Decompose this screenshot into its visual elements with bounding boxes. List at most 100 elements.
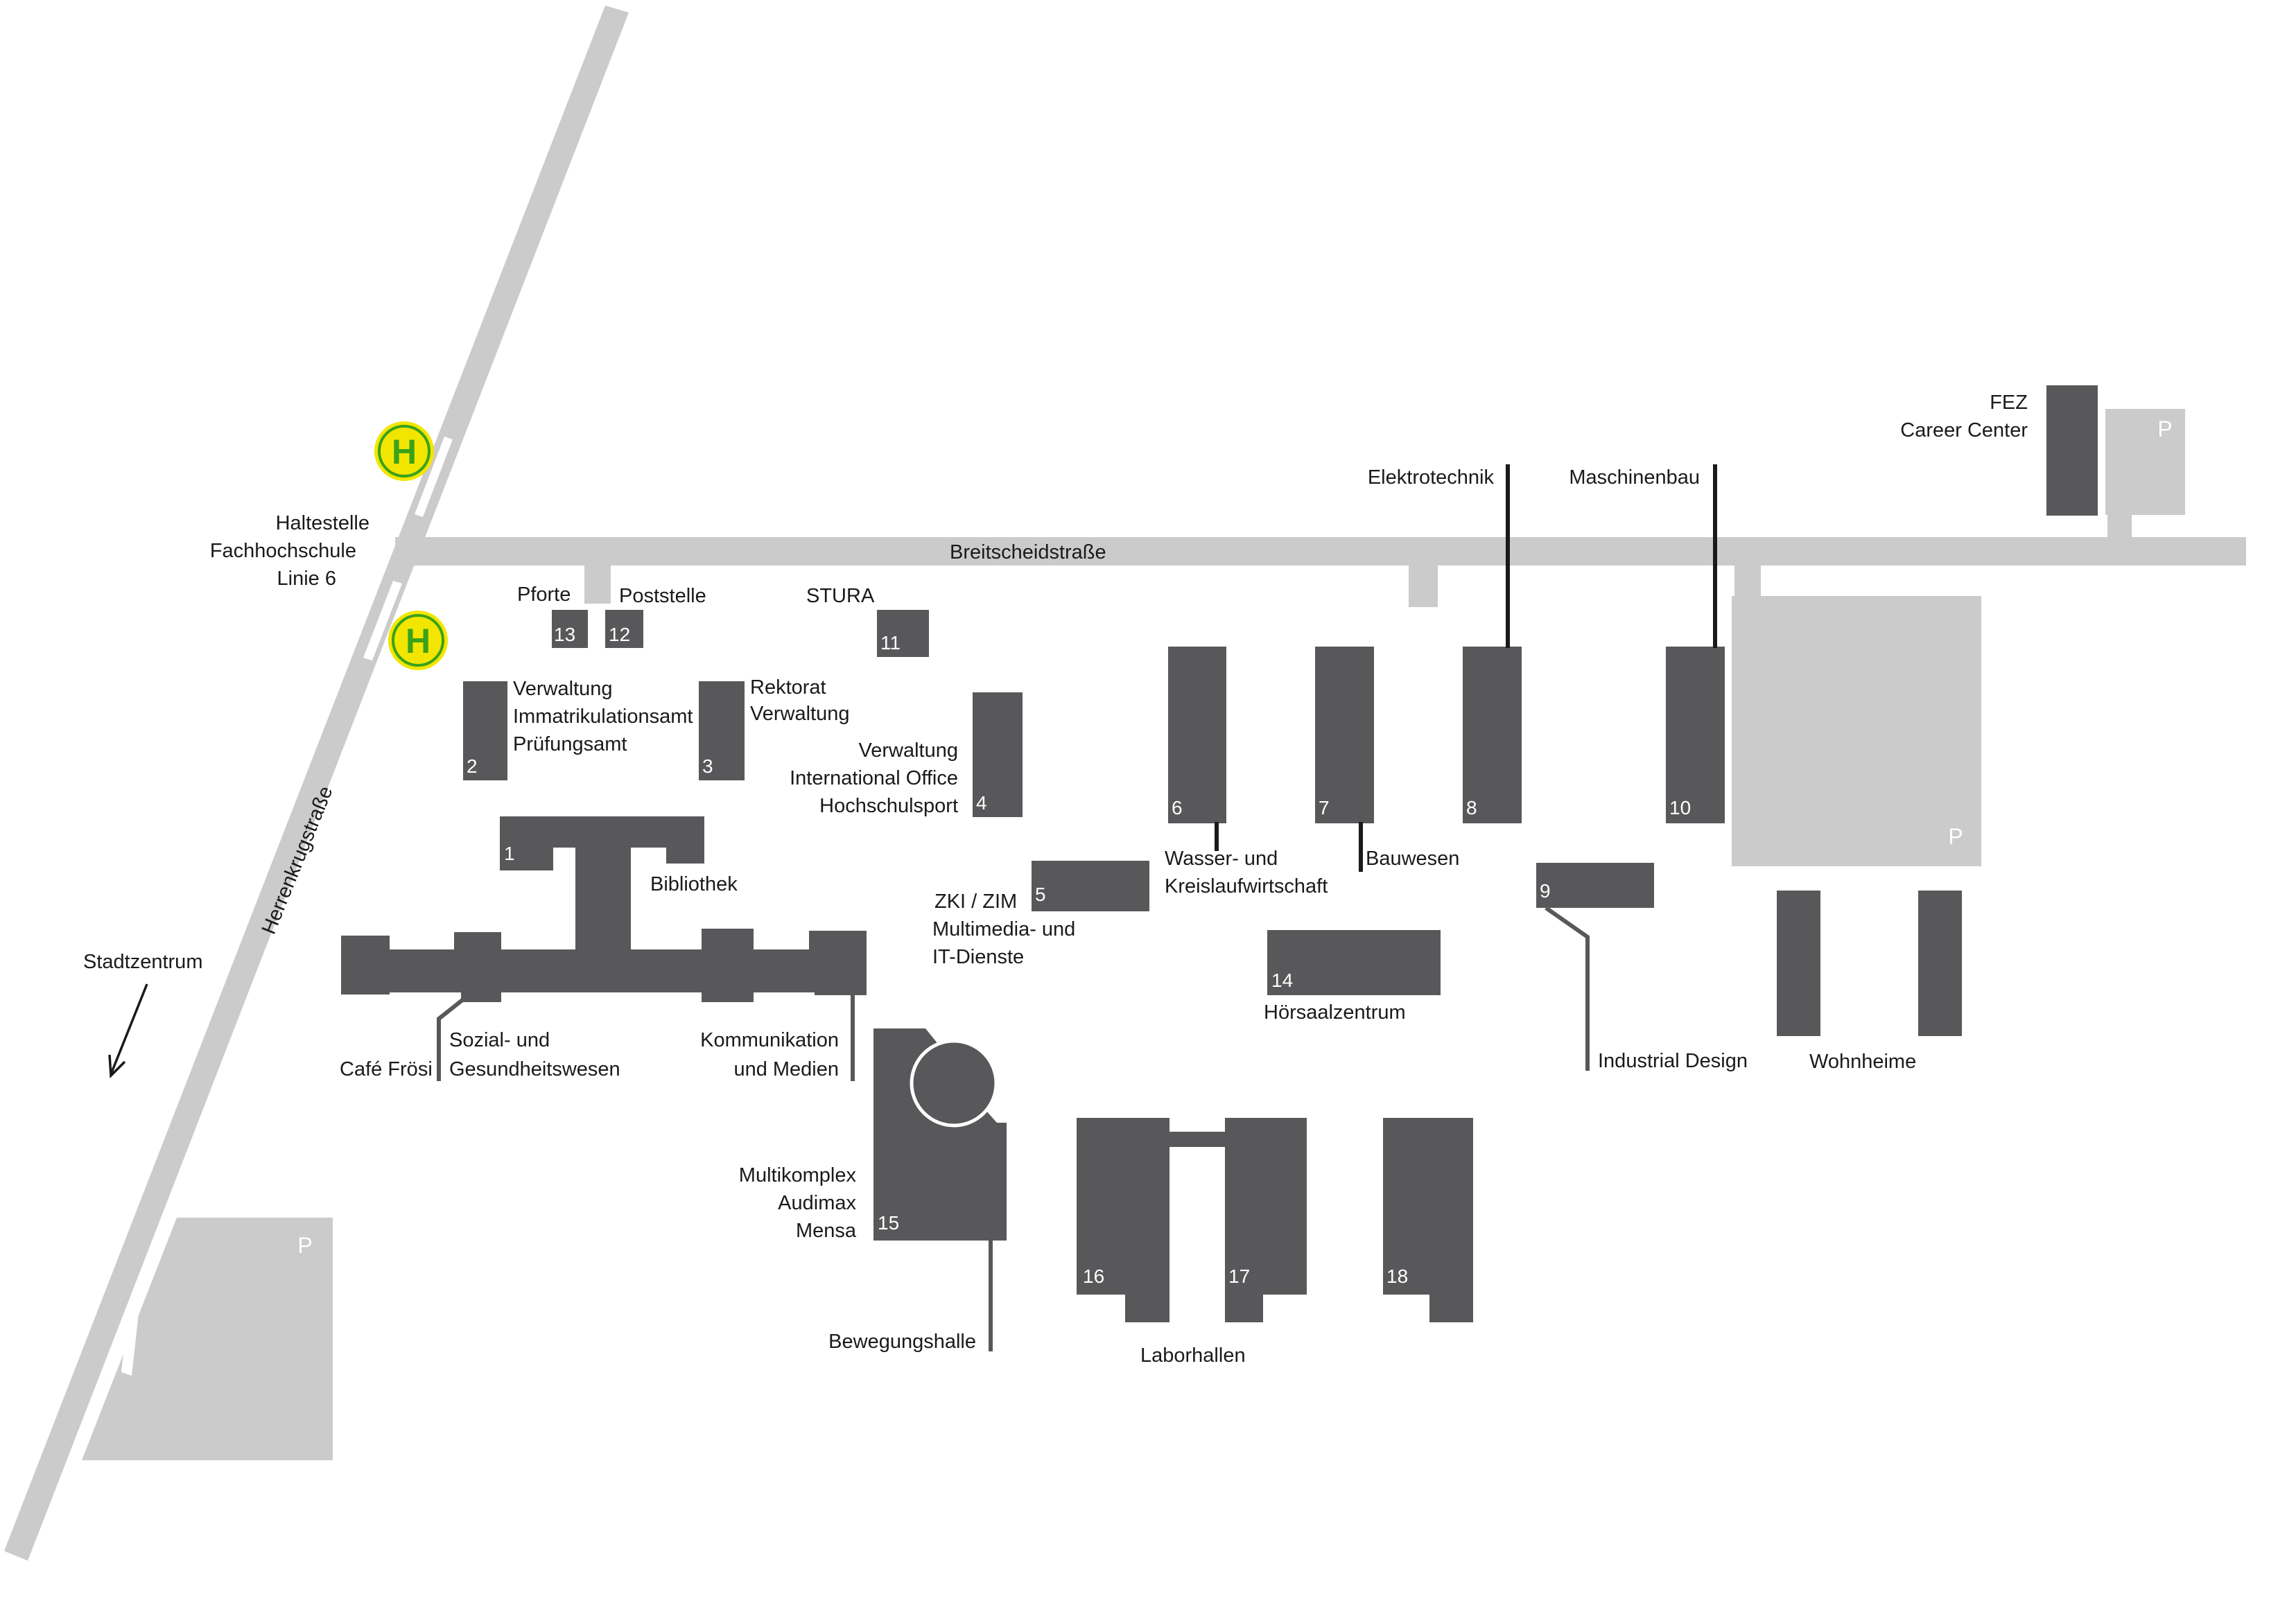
svg-text:Audimax: Audimax [778, 1192, 856, 1214]
building-4[interactable] [973, 692, 1023, 817]
bus-stop-label: Haltestelle Fachhochschule Linie 6 [210, 512, 369, 590]
label-bauwesen: Bauwesen [1366, 848, 1459, 870]
label-maschinenbau: Maschinenbau [1569, 466, 1700, 489]
svg-text:Prüfungsamt: Prüfungsamt [513, 733, 627, 755]
parking-lot-southwest[interactable] [82, 1218, 333, 1460]
building-number-9: 9 [1540, 880, 1551, 902]
building-fez[interactable] [2046, 385, 2098, 516]
parking-fez-connector [2107, 515, 2132, 539]
building-number-13: 13 [554, 624, 575, 645]
svg-text:Sozial- und: Sozial- und [449, 1029, 550, 1051]
parking-icon: P [2157, 417, 2172, 441]
building-6[interactable] [1168, 647, 1226, 823]
building-7[interactable] [1315, 647, 1374, 823]
building-number-8: 8 [1466, 797, 1477, 818]
building-9[interactable] [1536, 863, 1654, 908]
building-15[interactable] [873, 1028, 1007, 1241]
building-2[interactable] [463, 681, 507, 780]
building-10[interactable] [1666, 647, 1725, 823]
building-12[interactable] [605, 610, 643, 648]
svg-text:Verwaltung: Verwaltung [859, 739, 959, 762]
building-1[interactable] [341, 816, 867, 1002]
building-wohnheim-1[interactable] [1777, 891, 1820, 1036]
bus-stop-icon: H [406, 622, 430, 660]
building-13[interactable] [552, 610, 588, 648]
building-layer [341, 385, 2098, 1322]
direction-label-stadtzentrum: Stadtzentrum [83, 951, 202, 973]
building-wohnheim-2[interactable] [1918, 891, 1962, 1036]
building-number-10: 10 [1669, 797, 1691, 818]
svg-text:Mensa: Mensa [796, 1220, 857, 1242]
arrow-down-left-icon [108, 983, 148, 1078]
svg-text:Haltestelle: Haltestelle [276, 512, 369, 534]
label-bibliothek: Bibliothek [650, 873, 738, 895]
building-number-15: 15 [878, 1212, 899, 1234]
building-number-2: 2 [467, 755, 478, 777]
label-kommunikation-medien: Kommunikation und Medien [700, 1029, 839, 1080]
label-fez: FEZ Career Center [1900, 392, 2028, 441]
building-17[interactable] [1225, 1118, 1307, 1322]
pforte-driveway [584, 566, 611, 604]
building-8[interactable] [1463, 647, 1522, 823]
parking-icon: P [1948, 824, 1963, 849]
svg-text:und Medien: und Medien [733, 1058, 839, 1080]
svg-text:Gesundheitswesen: Gesundheitswesen [449, 1058, 620, 1080]
label-cafe-froesi: Café Frösi [340, 1058, 433, 1080]
svg-text:Verwaltung: Verwaltung [750, 703, 850, 725]
svg-text:Immatrikulationsamt: Immatrikulationsamt [513, 706, 693, 728]
laborhallen-connector [1169, 1132, 1225, 1147]
svg-text:Linie 6: Linie 6 [277, 568, 336, 590]
svg-text:IT-Dienste: IT-Dienste [932, 946, 1024, 968]
label-wohnheime: Wohnheime [1809, 1051, 1916, 1073]
parking-lot-east[interactable] [1732, 596, 1981, 866]
leader-lines [1215, 464, 1717, 872]
parking-lot-fez[interactable] [2105, 409, 2185, 515]
label-stura: STURA [806, 585, 875, 607]
road-gap-south [121, 1310, 139, 1376]
building-number-3: 3 [702, 755, 713, 777]
label-industrial-design: Industrial Design [1598, 1050, 1748, 1072]
street-label-breitscheidstrasse: Breitscheidstraße [950, 541, 1106, 563]
building-3[interactable] [699, 681, 745, 780]
building-number-5: 5 [1035, 884, 1046, 905]
parking-icon: P [297, 1233, 312, 1258]
building-number-11: 11 [880, 632, 901, 654]
svg-text:Hochschulsport: Hochschulsport [819, 795, 958, 817]
driveway-center [1409, 566, 1438, 607]
label-poststelle: Poststelle [619, 585, 706, 607]
driveway-east [1734, 566, 1761, 597]
building-number-17: 17 [1228, 1265, 1250, 1287]
svg-text:Wasser- und: Wasser- und [1165, 848, 1278, 870]
building-number-12: 12 [609, 624, 630, 645]
building-number-18: 18 [1386, 1265, 1408, 1287]
svg-text:Kommunikation: Kommunikation [700, 1029, 839, 1051]
label-elektrotechnik: Elektrotechnik [1368, 466, 1495, 489]
building-11[interactable] [877, 610, 929, 657]
building-5[interactable] [1032, 861, 1149, 911]
bus-bay-north [415, 437, 453, 517]
label-laborhallen: Laborhallen [1140, 1344, 1246, 1367]
building-number-16: 16 [1083, 1265, 1104, 1287]
label-multikomplex: Multikomplex Audimax Mensa [739, 1164, 857, 1242]
audimax-circle [910, 1039, 998, 1128]
building-number-14: 14 [1271, 970, 1293, 991]
label-building-6: Wasser- und Kreislaufwirtschaft [1165, 848, 1328, 897]
building-number-6: 6 [1172, 797, 1183, 818]
breitscheidstrasse-connector [395, 537, 423, 566]
label-sozial-gesundheitswesen: Sozial- und Gesundheitswesen [449, 1029, 620, 1080]
leader-lines-grey [437, 906, 1590, 1351]
label-hoersaalzentrum: Hörsaalzentrum [1264, 1001, 1406, 1024]
bus-bay-south [363, 581, 402, 660]
building-14[interactable] [1267, 930, 1441, 995]
building-numbers: 1 2 3 4 5 6 7 8 9 10 11 12 13 14 15 16 1… [467, 624, 1691, 1287]
building-16[interactable] [1077, 1118, 1169, 1322]
building-18[interactable] [1383, 1118, 1473, 1322]
svg-text:Rektorat: Rektorat [750, 676, 826, 699]
label-building-5: ZKI / ZIM Multimedia- und IT-Dienste [932, 891, 1075, 968]
svg-text:Kreislaufwirtschaft: Kreislaufwirtschaft [1165, 875, 1328, 897]
bus-stop-north[interactable]: H [374, 421, 434, 481]
svg-text:Career Center: Career Center [1900, 419, 2028, 441]
svg-text:FEZ: FEZ [1990, 392, 2028, 414]
bus-stop-south[interactable]: H [388, 611, 448, 670]
